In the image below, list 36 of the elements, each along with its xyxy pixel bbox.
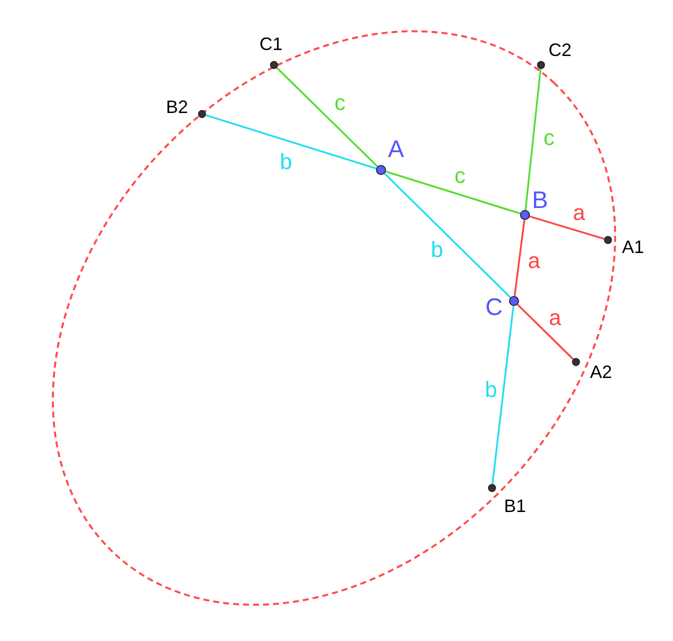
point-marker — [376, 165, 386, 175]
point-marker — [509, 296, 519, 306]
point-label: C — [485, 296, 503, 320]
edge-label: a — [572, 202, 586, 224]
line-segment — [514, 220, 526, 296]
line-segment — [386, 170, 520, 214]
edge-label: c — [334, 92, 346, 114]
line-segment — [206, 114, 376, 170]
point-marker — [520, 210, 530, 220]
point-label: C1 — [260, 35, 282, 53]
point-label: A2 — [590, 363, 612, 381]
edge-label: b — [430, 239, 444, 261]
point-label: B2 — [166, 98, 188, 116]
point-label: A — [388, 138, 404, 162]
line-segment — [524, 68, 542, 210]
point-marker — [604, 236, 612, 244]
line-segment — [384, 172, 512, 298]
point-marker — [488, 484, 496, 492]
point-marker — [537, 61, 545, 69]
point-label: C2 — [548, 41, 572, 59]
edge-label: a — [528, 250, 540, 272]
line-segment — [516, 304, 574, 360]
line-segment — [530, 216, 604, 240]
point-label: A1 — [622, 238, 644, 256]
edge-label: b — [484, 379, 498, 401]
point-marker — [198, 110, 206, 118]
point-marker — [572, 358, 580, 366]
edge-label: c — [454, 165, 466, 187]
point-label: B1 — [504, 497, 526, 515]
edge-label: a — [548, 307, 562, 329]
point-label: B — [532, 189, 548, 213]
line-segment — [276, 67, 378, 168]
point-marker — [270, 61, 278, 69]
edge-label: c — [544, 127, 554, 149]
edge-label: b — [280, 151, 292, 173]
line-segment — [492, 306, 514, 484]
